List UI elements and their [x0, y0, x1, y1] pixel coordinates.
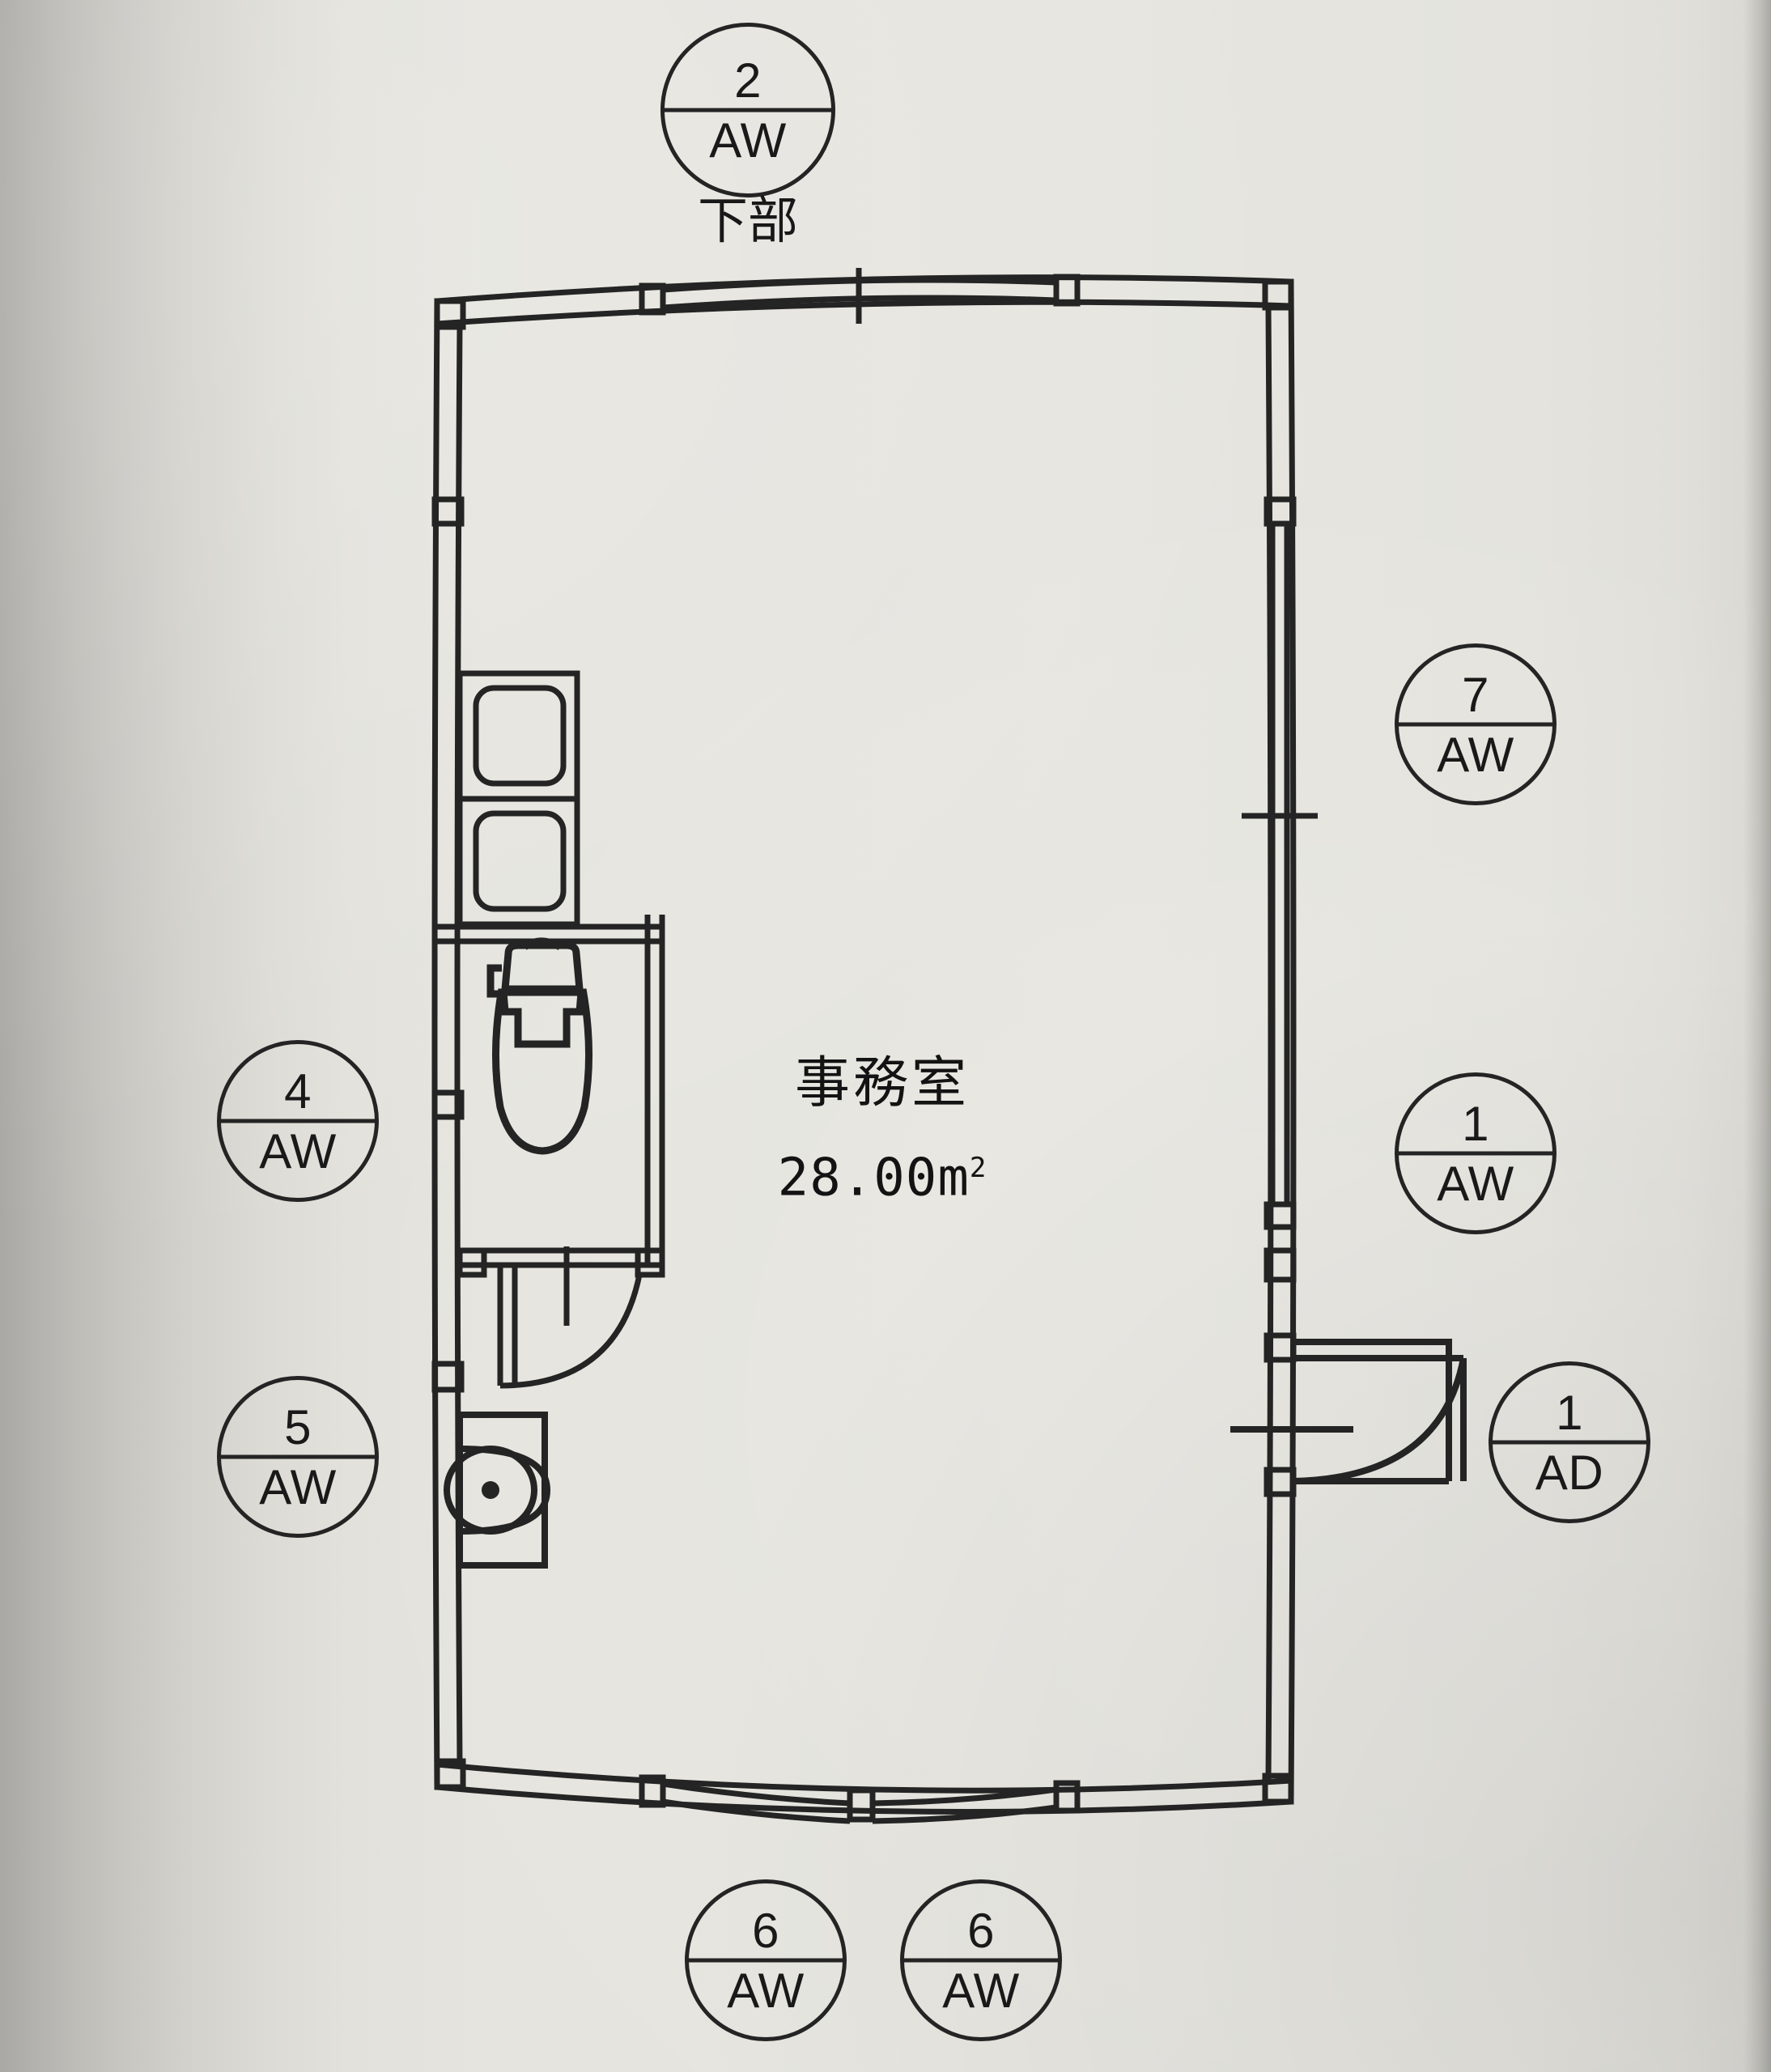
marker-bottom-6aw-right[interactable]: 6 AW	[900, 1879, 1062, 2041]
room-area: 28.00m2	[656, 1136, 1109, 1209]
marker-bottom-6aw-left-number: 6	[752, 1904, 779, 1958]
marker-divider	[903, 1958, 1059, 1963]
marker-right-7aw[interactable]: 7 AW	[1395, 643, 1557, 805]
marker-divider	[220, 1119, 376, 1123]
marker-left-4aw-code: AW	[259, 1124, 337, 1178]
marker-right-1ad-code: AD	[1535, 1446, 1604, 1500]
marker-bottom-6aw-right-code: AW	[942, 1964, 1020, 2018]
marker-divider	[664, 108, 832, 113]
window-bottom-opening	[639, 1774, 1081, 1824]
marker-right-1aw-code: AW	[1437, 1157, 1514, 1211]
entrance-door-jambs	[1263, 1332, 1297, 1497]
marker-top-2aw[interactable]: 2 AW	[660, 23, 835, 197]
marker-bottom-6aw-right-number: 6	[967, 1904, 995, 1958]
room-name: 事務室	[794, 1051, 970, 1115]
marker-divider	[1398, 722, 1553, 727]
marker-bottom-6aw-left[interactable]: 6 AW	[685, 1879, 847, 2041]
room-area-exponent: 2	[969, 1152, 987, 1184]
marker-top-2aw-number: 2	[734, 53, 762, 108]
washbasin	[444, 1412, 551, 1569]
window-right-opening	[1263, 496, 1297, 1283]
marker-right-7aw-code: AW	[1437, 728, 1514, 782]
marker-divider	[688, 1958, 843, 1963]
marker-left-4aw[interactable]: 4 AW	[217, 1040, 379, 1202]
marker-left-5aw[interactable]: 5 AW	[217, 1376, 379, 1538]
room-area-unit: m	[937, 1148, 970, 1208]
room-area-value: 28.00	[777, 1148, 938, 1208]
marker-top-2aw-code: AW	[709, 113, 787, 168]
room-label: 事務室 28.00m2	[656, 1052, 1109, 1209]
marker-bottom-6aw-left-code: AW	[727, 1964, 805, 2018]
wc-door-jambs	[457, 1247, 665, 1278]
marker-left-5aw-code: AW	[259, 1460, 337, 1514]
wall-left-jambs	[431, 496, 465, 1393]
marker-right-1ad[interactable]: 1 AD	[1489, 1361, 1650, 1523]
marker-divider	[1398, 1151, 1553, 1156]
toilet-fixture	[486, 937, 593, 1155]
cabinet-lower	[457, 796, 580, 928]
entrance-door	[1293, 1339, 1467, 1484]
partition-wc-vertical	[644, 915, 665, 1263]
marker-divider	[220, 1454, 376, 1459]
cabinet-upper	[457, 670, 580, 802]
marker-left-5aw-number: 5	[284, 1400, 312, 1454]
window-top-opening	[639, 274, 1081, 316]
marker-right-7aw-number: 7	[1462, 668, 1489, 722]
marker-divider	[1492, 1440, 1647, 1445]
toilet-door	[497, 1265, 643, 1389]
corner-jambs	[434, 278, 1294, 1805]
marker-right-1ad-number: 1	[1556, 1386, 1583, 1440]
marker-right-1aw[interactable]: 1 AW	[1395, 1072, 1557, 1234]
marker-left-4aw-number: 4	[284, 1064, 312, 1119]
marker-top-2aw-note: 下部	[697, 191, 798, 250]
partition-wc-bottom	[460, 1247, 662, 1268]
marker-right-1aw-number: 1	[1462, 1097, 1489, 1151]
